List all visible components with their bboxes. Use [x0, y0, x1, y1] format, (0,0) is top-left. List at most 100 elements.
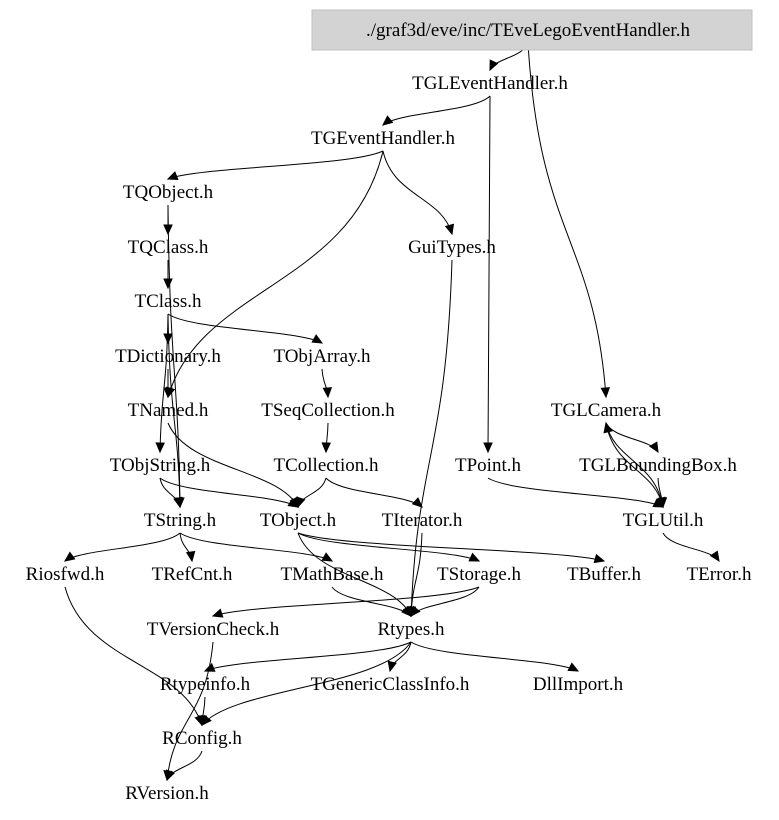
arrowhead — [321, 552, 334, 562]
edge-TString-to-TMathBase — [179, 532, 333, 562]
arrowhead — [173, 496, 183, 509]
edge-TGLUtil-to-TError — [662, 532, 720, 562]
node-TSeqCollection[interactable]: TSeqCollection.h — [261, 400, 395, 421]
node-TVersionCheck[interactable]: TVersionCheck.h — [147, 619, 280, 640]
node-label: TObject.h — [260, 510, 337, 531]
node-label: TBuffer.h — [567, 564, 642, 585]
node-TClass[interactable]: TClass.h — [134, 291, 202, 312]
node-label: TGLEventHandler.h — [412, 73, 568, 94]
node-TObjString[interactable]: TObjString.h — [110, 455, 211, 476]
node-label: TDictionary.h — [115, 346, 221, 367]
node-RConfig[interactable]: RConfig.h — [162, 728, 242, 749]
edge-TGLUtil-to-TGLCamera — [605, 422, 664, 508]
edge-TPoint-to-TGLUtil — [487, 477, 664, 508]
node-label: ./graf3d/eve/inc/TEveLegoEventHandler.h — [366, 20, 690, 41]
edge-TString-to-Riosfwd — [64, 532, 181, 562]
node-label: Rtypes.h — [377, 619, 445, 640]
node-label: TRefCnt.h — [152, 564, 233, 585]
arrowhead — [603, 421, 613, 434]
node-label: TClass.h — [134, 291, 202, 312]
edge-TObject-to-TBuffer — [297, 532, 605, 562]
node-label: TObjArray.h — [273, 346, 371, 367]
node-TCollection[interactable]: TCollection.h — [273, 455, 379, 476]
arrowhead — [155, 442, 165, 454]
arrowhead — [468, 552, 481, 562]
node-label: Riosfwd.h — [26, 564, 105, 585]
edge-GuiTypes-to-Rtypes — [410, 259, 453, 617]
edge-TClass-to-TString — [167, 313, 181, 508]
node-TGLEventHandler[interactable]: TGLEventHandler.h — [412, 73, 568, 94]
node-Riosfwd[interactable]: Riosfwd.h — [26, 564, 105, 585]
arrowhead — [382, 115, 394, 126]
node-label: TIterator.h — [382, 510, 463, 531]
node-TDictionary[interactable]: TDictionary.h — [115, 346, 221, 367]
node-root[interactable]: ./graf3d/eve/inc/TEveLegoEventHandler.h — [311, 9, 753, 51]
node-label: TQClass.h — [128, 237, 209, 258]
node-TGEventHandler[interactable]: TGEventHandler.h — [311, 128, 456, 149]
node-RVersion[interactable]: RVersion.h — [125, 783, 209, 804]
node-label: Rtypeinfo.h — [160, 674, 251, 695]
edge-TGEventHandler-to-GuiTypes — [382, 150, 453, 235]
edge-Rtypes-to-Rtypeinfo — [204, 641, 412, 672]
arrowhead — [709, 550, 720, 563]
node-TMathBase[interactable]: TMathBase.h — [281, 564, 384, 585]
node-TGLCamera[interactable]: TGLCamera.h — [551, 400, 662, 421]
edge-TCollection-to-TIterator — [325, 477, 423, 508]
arrowhead — [287, 497, 300, 508]
arrowhead — [387, 660, 397, 673]
edge-TGLCamera-to-TGLUtil — [605, 422, 664, 508]
node-label: RConfig.h — [162, 728, 242, 749]
node-TQObject[interactable]: TQObject.h — [123, 182, 214, 203]
node-label: TSeqCollection.h — [261, 400, 395, 421]
arrowhead — [649, 441, 659, 454]
arrowhead — [652, 498, 665, 508]
node-TString[interactable]: TString.h — [144, 510, 217, 531]
arrowhead — [185, 550, 196, 563]
node-label: TGenericClassInfo.h — [311, 674, 470, 695]
node-label: DllImport.h — [533, 674, 624, 695]
node-TObjArray[interactable]: TObjArray.h — [273, 346, 371, 367]
arrowhead — [296, 496, 306, 509]
node-label: TCollection.h — [273, 455, 379, 476]
node-TIterator[interactable]: TIterator.h — [382, 510, 463, 531]
node-label: TGEventHandler.h — [311, 128, 456, 149]
edge-TGLEventHandler-to-TPoint — [487, 95, 491, 453]
node-label: TStorage.h — [437, 564, 521, 585]
edge-TGEventHandler-to-TNamed — [167, 150, 384, 398]
node-TGLBoundingBox[interactable]: TGLBoundingBox.h — [579, 455, 737, 476]
arrowhead — [166, 769, 175, 782]
node-DllImport[interactable]: DllImport.h — [533, 674, 624, 695]
node-TNamed[interactable]: TNamed.h — [128, 400, 209, 421]
node-TPoint[interactable]: TPoint.h — [455, 455, 521, 476]
edge-Riosfwd-to-RConfig — [64, 586, 203, 726]
node-TQClass[interactable]: TQClass.h — [128, 237, 209, 258]
node-TGenericClassInfo[interactable]: TGenericClassInfo.h — [311, 674, 470, 695]
arrowhead — [64, 551, 76, 562]
node-TGLUtil[interactable]: TGLUtil.h — [623, 510, 704, 531]
node-Rtypeinfo[interactable]: Rtypeinfo.h — [160, 674, 251, 695]
node-label: TQObject.h — [123, 182, 214, 203]
arrowhead — [163, 387, 173, 399]
arrowhead — [401, 605, 412, 617]
arrowhead — [483, 442, 493, 454]
arrowhead — [197, 715, 208, 727]
node-TObject[interactable]: TObject.h — [260, 510, 337, 531]
edge-TGEventHandler-to-TQObject — [167, 150, 384, 180]
node-GuiTypes[interactable]: GuiTypes.h — [408, 237, 496, 258]
node-Rtypes[interactable]: Rtypes.h — [377, 619, 445, 640]
edge-Rtypes-to-DllImport — [410, 641, 579, 672]
node-TStorage[interactable]: TStorage.h — [437, 564, 521, 585]
node-TBuffer[interactable]: TBuffer.h — [567, 564, 642, 585]
arrowhead — [593, 553, 606, 564]
edge-TNamed-to-TObject — [167, 422, 299, 508]
node-label: TGLBoundingBox.h — [579, 455, 737, 476]
arrowhead — [411, 497, 423, 508]
node-TRefCnt[interactable]: TRefCnt.h — [152, 564, 233, 585]
edge-TGLEventHandler-to-TGEventHandler — [382, 95, 491, 126]
node-TError[interactable]: TError.h — [687, 564, 752, 585]
arrowhead — [489, 59, 499, 72]
edge-TClass-to-TObjArray — [167, 313, 323, 344]
edge-TObject-to-Rtypes — [297, 532, 412, 617]
arrowhead — [322, 387, 333, 399]
